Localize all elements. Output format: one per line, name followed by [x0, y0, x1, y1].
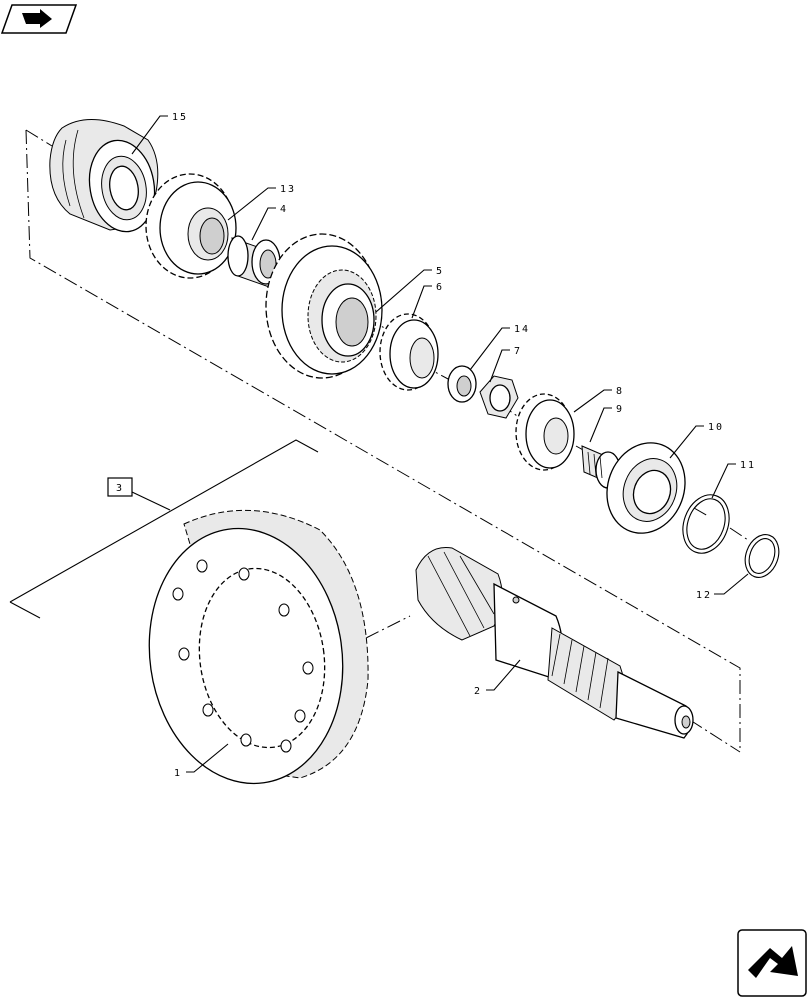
callout-4: 4 — [280, 204, 288, 215]
part-7-nut — [479, 375, 519, 419]
part-12-snap-ring — [744, 534, 780, 578]
part-14-washer — [447, 365, 477, 403]
callout-1: 1 — [174, 768, 182, 779]
callout-13: 13 — [280, 184, 296, 195]
part-6-gear — [379, 313, 439, 391]
callout-12: 12 — [696, 590, 712, 601]
callout-6: 6 — [436, 282, 444, 293]
callout-2: 2 — [474, 686, 482, 697]
next-page-icon[interactable] — [737, 929, 807, 997]
callout-labels: 15 13 4 5 6 14 7 8 9 10 11 12 2 1 — [172, 112, 756, 779]
boxed-callout[interactable]: 3 — [107, 477, 133, 497]
part-10-bearing — [606, 442, 686, 534]
callout-10: 10 — [708, 422, 724, 433]
callout-14: 14 — [514, 324, 530, 335]
part-5-large-gear — [265, 233, 383, 379]
part-11-snap-ring — [682, 494, 730, 554]
part-8-gear — [515, 393, 575, 471]
callout-9: 9 — [616, 404, 624, 415]
callout-11: 11 — [740, 460, 756, 471]
group-bracket — [9, 439, 319, 619]
part-13-gear — [145, 173, 237, 279]
previous-page-icon[interactable] — [0, 4, 78, 34]
callout-5: 5 — [436, 266, 444, 277]
callout-7: 7 — [514, 346, 522, 357]
leader-lines — [131, 115, 749, 773]
callout-15: 15 — [172, 112, 188, 123]
part-15-bearing-housing — [49, 118, 159, 233]
part-2-pinion-shaft — [415, 546, 694, 739]
part-1-ring-gear — [148, 509, 369, 785]
callout-3[interactable]: 3 — [116, 483, 124, 494]
callout-8: 8 — [616, 386, 624, 397]
